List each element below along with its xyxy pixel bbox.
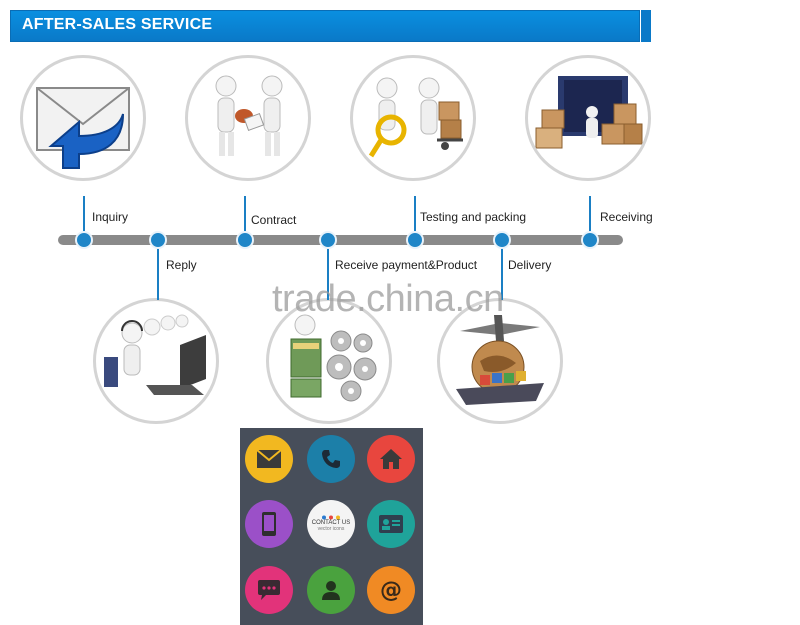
connector-inquiry — [83, 196, 85, 238]
timeline-dot-delivery — [493, 231, 511, 249]
envelope-reply-icon — [36, 87, 130, 169]
reply-image — [93, 298, 219, 424]
chat-icon[interactable] — [245, 566, 293, 614]
at-icon[interactable]: @ — [367, 566, 415, 614]
receiving-image — [525, 55, 651, 181]
timeline-dot-testing — [406, 231, 424, 249]
contact-icons-panel: CONTACT US vector icons @ — [240, 428, 423, 625]
user-icon[interactable] — [307, 566, 355, 614]
connector-receiving — [589, 196, 591, 238]
payment-product-image — [266, 298, 392, 424]
connector-delivery — [501, 244, 503, 300]
step-label-testing: Testing and packing — [420, 210, 527, 224]
timeline-dot-payment — [319, 231, 337, 249]
phone-icon[interactable] — [307, 435, 355, 483]
step-label-receiving: Receiving — [600, 210, 653, 224]
process-timeline — [58, 235, 623, 245]
step-label-contract: Contract — [251, 213, 297, 227]
money-gears-icon — [290, 314, 377, 402]
step-label-payment: Receive payment&Product — [335, 258, 478, 272]
id-card-icon[interactable] — [367, 500, 415, 548]
connector-contract — [244, 196, 246, 238]
connector-payment — [327, 244, 329, 300]
svg-text:@: @ — [380, 578, 402, 603]
step-label-delivery: Delivery — [508, 258, 552, 272]
testing-figures-icon — [368, 77, 463, 158]
timeline-dot-receiving — [581, 231, 599, 249]
timeline-dot-inquiry — [75, 231, 93, 249]
contact-us-icon[interactable]: CONTACT US vector icons — [307, 500, 355, 548]
contact-us-subtitle: vector icons — [317, 526, 345, 533]
mobile-icon[interactable] — [245, 500, 293, 548]
home-icon[interactable] — [367, 435, 415, 483]
timeline-dot-contract — [236, 231, 254, 249]
contact-us-title: CONTACT US — [311, 520, 351, 527]
header-banner-tab — [641, 10, 651, 42]
mail-icon[interactable] — [245, 435, 293, 483]
connector-reply — [157, 244, 159, 300]
contract-image — [185, 55, 311, 181]
connector-testing — [414, 196, 416, 238]
header-banner — [10, 10, 640, 42]
testing-packing-image — [350, 55, 476, 181]
color-dots-icon — [322, 515, 340, 520]
watermark: trade.china.cn — [272, 278, 504, 320]
step-label-reply: Reply — [166, 258, 197, 272]
page-title: AFTER-SALES SERVICE — [22, 16, 213, 33]
timeline-dot-reply — [149, 231, 167, 249]
inquiry-image — [20, 55, 146, 181]
delivery-image — [437, 298, 563, 424]
call-center-icon — [104, 314, 206, 395]
container-boxes-icon — [535, 76, 643, 149]
handshake-figures-icon — [215, 75, 283, 156]
step-label-inquiry: Inquiry — [92, 210, 129, 224]
globe-plane-ship-icon — [456, 315, 544, 405]
